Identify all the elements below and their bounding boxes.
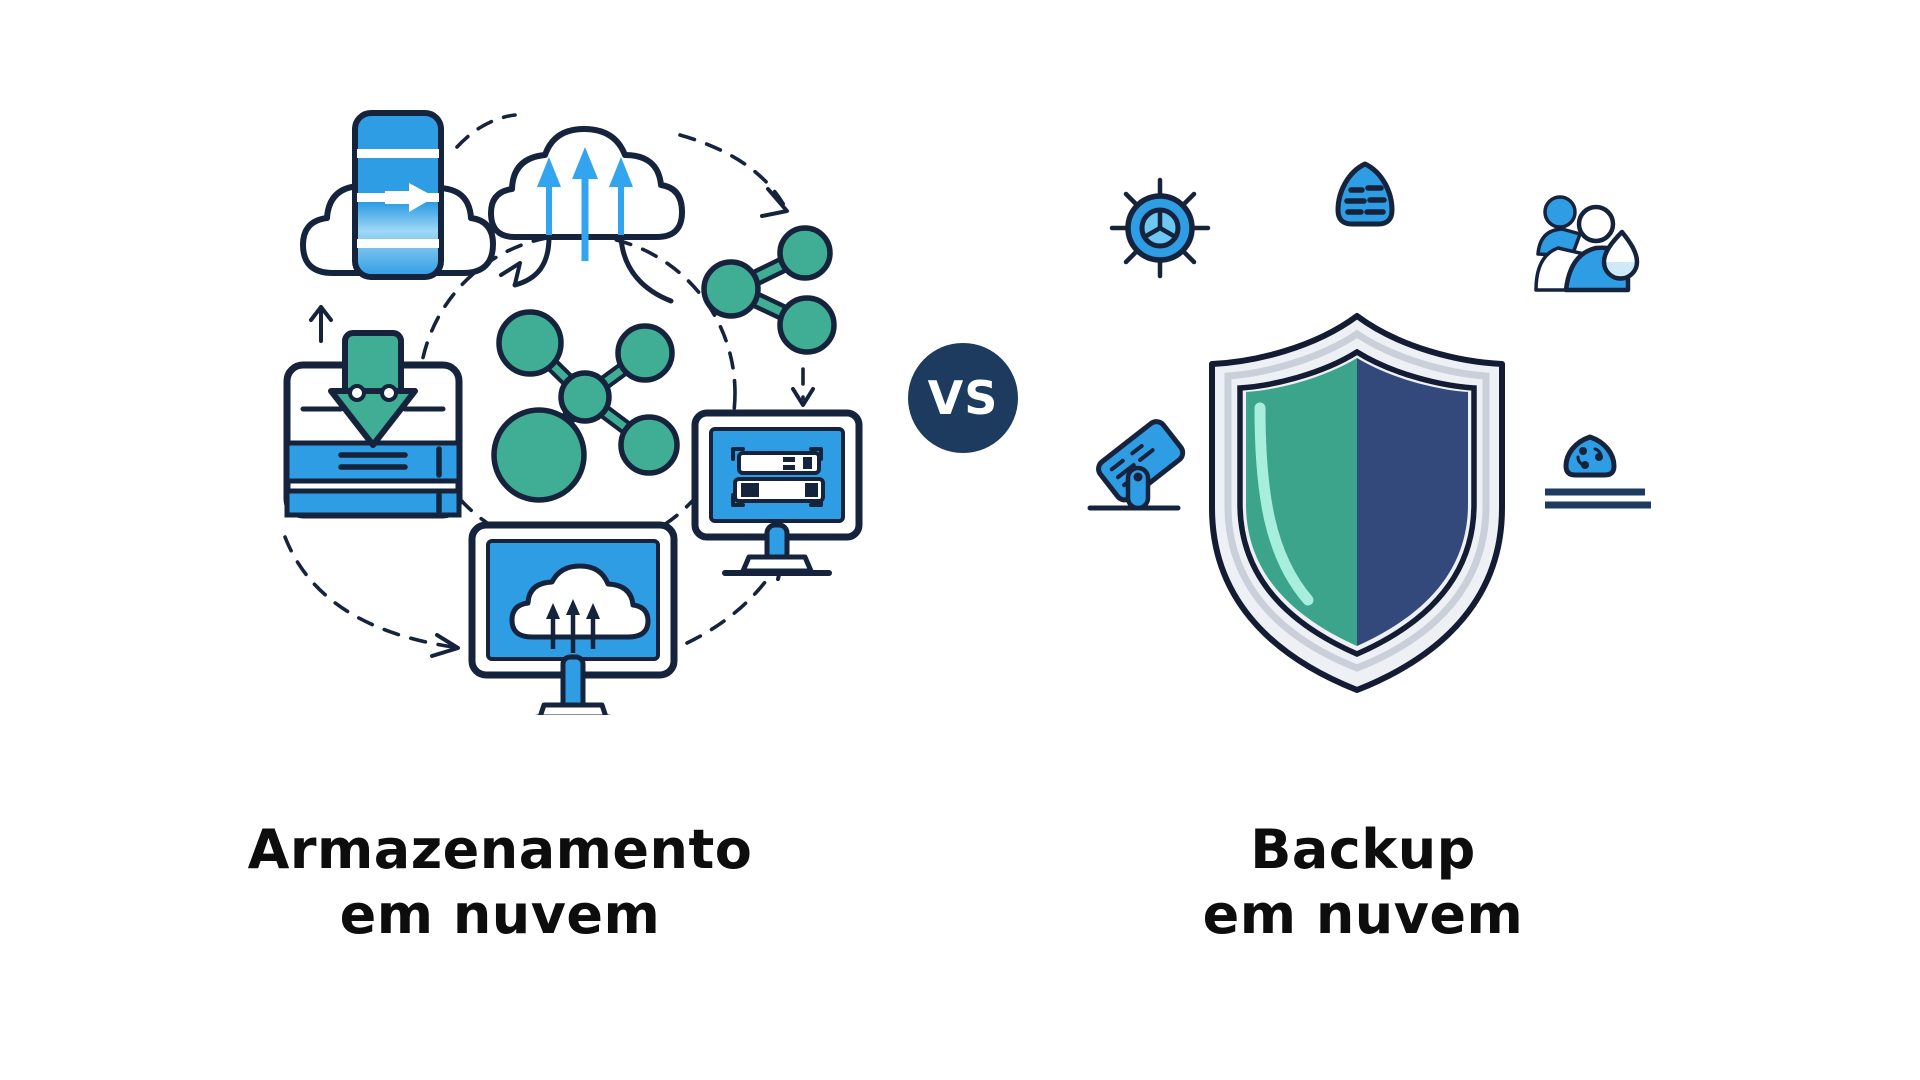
cloud-database-icon xyxy=(300,110,496,280)
right-title-line1: Backup xyxy=(1250,818,1476,881)
left-title-line2: em nuvem xyxy=(339,882,661,946)
storage-archive-icon xyxy=(283,305,463,519)
share-icon xyxy=(701,225,837,355)
firewall-dome-icon xyxy=(1335,161,1395,227)
panel-stand-icon xyxy=(1087,419,1186,511)
security-shield-icon xyxy=(1209,313,1505,693)
cloud-upload-icon xyxy=(488,126,685,304)
left-title-line1: Armazenamento xyxy=(247,818,753,881)
right-title-line2: em nuvem xyxy=(1202,882,1524,946)
users-icon xyxy=(1534,195,1640,293)
left-title: Armazenamento em nuvem xyxy=(150,818,850,948)
network-nodes-icon xyxy=(491,309,680,503)
cloud-backup-illustration xyxy=(1087,161,1651,693)
recovery-icon xyxy=(1545,434,1651,509)
cloud-monitor-icon xyxy=(468,521,678,715)
vs-badge: VS xyxy=(908,343,1018,453)
settings-gear-icon xyxy=(1109,177,1211,279)
cloud-storage-illustration xyxy=(283,110,863,715)
right-title: Backup em nuvem xyxy=(1013,818,1713,948)
server-monitor-icon xyxy=(691,409,863,576)
vs-label: VS xyxy=(927,371,999,425)
